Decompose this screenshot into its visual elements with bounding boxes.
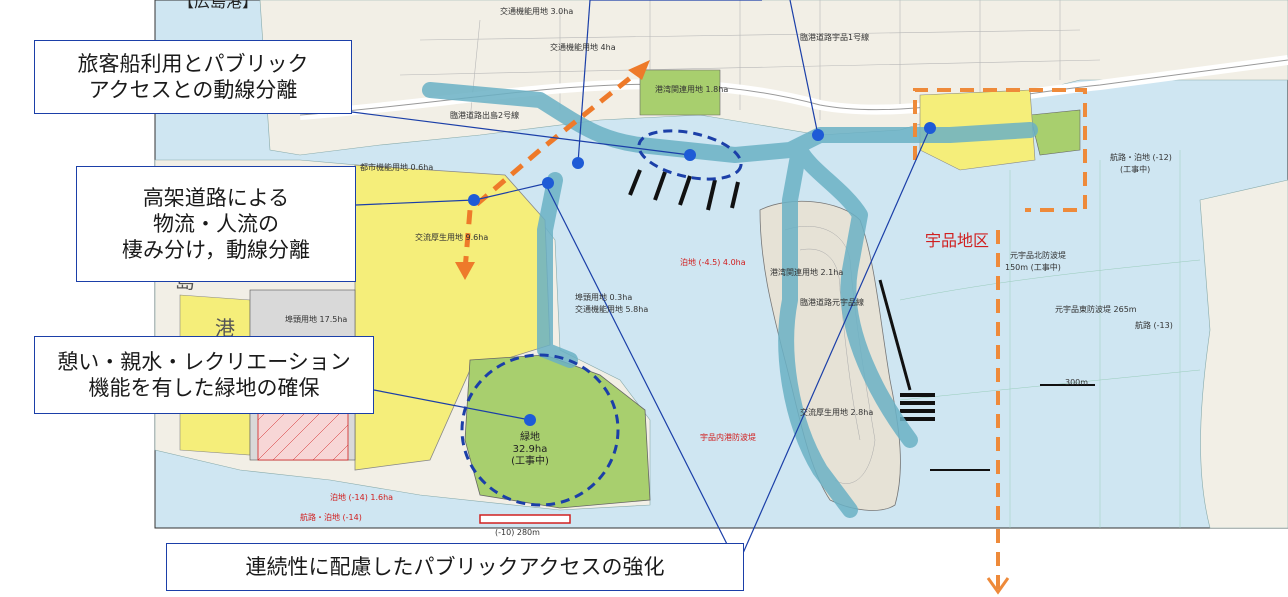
- piers: [628, 169, 740, 211]
- orange-arrowhead-down: [455, 262, 475, 280]
- green-patch-top: [639, 69, 721, 116]
- label-wharf-03: 埠頭用地 0.3ha: [575, 292, 632, 302]
- label-port-21: 港湾関連用地 2.1ha: [770, 267, 843, 277]
- pier-stack: [900, 393, 935, 421]
- label-east-bw: 元宇品東防波堤 265m: [1055, 304, 1137, 314]
- orange-arrowhead-bottom: [986, 577, 1010, 595]
- title-fragment: 【広島港】: [178, 0, 259, 11]
- label-route-14: 航路・泊地 (-14): [300, 512, 362, 522]
- label-anchorage-45: 泊地 (-4.5) 4.0ha: [680, 257, 746, 267]
- label-urban-function: 都市機能用地 0.6ha: [360, 162, 433, 172]
- district-label: 宇品地区: [925, 231, 989, 250]
- orange-arrow-upper: [462, 68, 642, 271]
- teal-access-path: [422, 82, 1038, 518]
- label-road-motoujina: 臨港道路元宇品線: [800, 297, 864, 307]
- callout-recreation-line-1: 憩い・親水・レクリエーション: [57, 349, 351, 374]
- label-route-12: 航路・泊地 (-12): [1110, 152, 1172, 162]
- label-route-12b: (工事中): [1120, 164, 1150, 174]
- label-exchange-28: 交流厚生用地 2.8ha: [800, 407, 873, 417]
- callout-elevated-line-2: 物流・人流の: [153, 211, 279, 236]
- label-280m: (-10) 280m: [495, 528, 540, 537]
- callout-elevated-road: 高架道路による 物流・人流の 棲み分け，動線分離: [76, 166, 356, 282]
- green-patch-east: [1029, 109, 1081, 156]
- label-wharf-17: 埠頭用地 17.5ha: [285, 314, 347, 324]
- green-area-label-1: 緑地: [520, 430, 540, 443]
- callout-passenger-line-1: 旅客船利用とパブリック: [77, 51, 309, 76]
- east-coast: [1199, 179, 1288, 529]
- breakwater-east: [878, 279, 912, 391]
- anchor-dots: [468, 122, 936, 426]
- callout-elevated-line-1: 高架道路による: [142, 185, 290, 210]
- label-anchorage-14: 泊地 (-14) 1.6ha: [330, 492, 393, 502]
- orange-arrowhead-up: [628, 60, 650, 80]
- label-inner-bw: 宇品内港防波堤: [700, 432, 756, 442]
- callout-passenger-line-2: アクセスとの動線分離: [88, 78, 298, 102]
- port-name-char-2: 港: [215, 316, 235, 340]
- callout-public-access: 連続性に配慮したパブリックアクセスの強化: [166, 543, 744, 591]
- label-road-dejima2: 臨港道路出島2号線: [450, 110, 519, 120]
- label-transport-top: 交通機能用地 3.0ha: [500, 6, 573, 16]
- label-transport-4ha: 交通機能用地 4ha: [550, 42, 616, 52]
- ellipse-park: [460, 353, 620, 507]
- label-route-13: 航路 (-13): [1135, 320, 1173, 330]
- callout-recreation-green: 憩い・親水・レクリエーション 機能を有した緑地の確保: [34, 336, 374, 414]
- callout-elevated-line-3: 棲み分け，動線分離: [122, 238, 310, 263]
- callout-lines: [351, 0, 931, 561]
- callout-passenger-separation: 旅客船利用とパブリック アクセスとの動線分離: [34, 40, 352, 114]
- label-exchange: 交流厚生用地 9.6ha: [415, 232, 488, 242]
- ujina-district-boundary: [913, 88, 1087, 212]
- ellipse-terminal: [637, 129, 743, 181]
- label-port-related: 港湾関連用地 1.8ha: [655, 84, 728, 94]
- label-north-bw: 元宇品北防波堤: [1010, 250, 1066, 260]
- label-transport-58: 交通機能用地 5.8ha: [575, 304, 648, 314]
- green-area-label-3: (工事中): [511, 454, 549, 467]
- label-north-bw-2: 150m (工事中): [1005, 262, 1061, 272]
- callout-recreation-line-2: 機能を有した緑地の確保: [88, 376, 320, 400]
- green-area-label-2: 32.9ha: [513, 444, 548, 455]
- urban-grid: [399, 0, 1101, 121]
- callout-public-access-line-1: 連続性に配慮したパブリックアクセスの強化: [245, 554, 665, 579]
- label-300m: 300m: [1065, 378, 1088, 387]
- red-breakwater: [479, 514, 571, 524]
- label-road-ujina1: 臨港道路宇品1号線: [800, 32, 869, 42]
